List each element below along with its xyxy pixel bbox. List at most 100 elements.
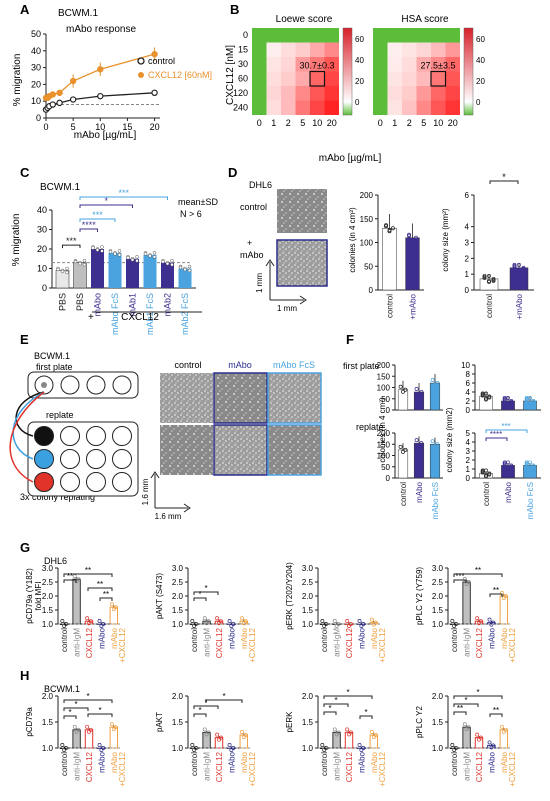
g-charts-0-category-label: anti-IgM: [73, 628, 82, 657]
b-ytick-label: 0: [243, 30, 248, 40]
g-charts-3-dot: [478, 619, 483, 624]
c-dot: [165, 261, 170, 266]
c-sig-label: ***: [92, 210, 103, 220]
d-row-control: control: [240, 202, 267, 212]
d1-dot: [384, 224, 388, 229]
g-charts-3-ytick-label: 2.5: [432, 578, 444, 587]
h-charts-3-bar: [499, 729, 509, 749]
b-ytick-label: 240: [233, 103, 248, 113]
h-charts-3-category-label: control: [450, 752, 459, 776]
d1-bar: [405, 237, 420, 291]
f1-bar: [397, 389, 409, 411]
h-charts-1-category-label: mAbo: [240, 751, 249, 772]
panel-label-f: F: [346, 332, 354, 347]
b-heat-cell: [387, 57, 402, 72]
h-charts-ylabel: pAKT: [155, 712, 164, 732]
b-heat-cell: [445, 42, 460, 57]
f3-bar: [429, 444, 441, 479]
c-dot: [170, 262, 174, 267]
h-sig-label: *: [476, 688, 479, 697]
c-dot: [178, 265, 183, 270]
g-charts-0-ytick-label: 2.5: [42, 578, 54, 587]
h-charts-3-dot: [491, 743, 496, 748]
h-charts-1-ytick-label: 1.5: [172, 718, 184, 727]
b-heat-cell: [324, 100, 339, 115]
c-n-note: N > 6: [180, 209, 202, 219]
g-charts-0-bar: [72, 578, 81, 625]
e-well: [86, 472, 106, 492]
c-dot: [135, 259, 139, 263]
g-charts-2-dot: [345, 619, 350, 623]
b-heat-cell: [252, 28, 267, 43]
g-charts-1-dot: [243, 619, 248, 624]
f4-dot: [502, 462, 507, 467]
g-charts-3-bar: [499, 595, 509, 625]
g-charts-0-category-label: +CXCL12: [118, 627, 127, 662]
f2-dot: [528, 402, 532, 406]
b-heat-cell: [324, 57, 339, 72]
b-heat-cell: [416, 57, 431, 72]
g-charts-2-category-label: mAbo: [357, 627, 366, 648]
legend-control: control: [148, 56, 175, 66]
a-ytick-label: 10: [31, 96, 41, 106]
h-charts-0-category-label: CXCL12: [85, 751, 94, 782]
h-charts-0-dot: [72, 724, 77, 729]
c-category-label: PBS: [75, 293, 85, 311]
h-sig-bracket: [489, 713, 503, 717]
legend-marker-control: [137, 57, 145, 65]
e-replate: replate: [46, 410, 74, 420]
d1-bar: [382, 228, 397, 291]
c-dot: [152, 251, 157, 255]
c-dot: [126, 256, 130, 260]
g-charts-3-category-label: mAbo: [500, 627, 509, 648]
a-point: [49, 101, 56, 108]
f-sig-bracket: [485, 437, 508, 441]
e-plate-schematic: [9, 371, 139, 497]
f1-dot: [414, 387, 419, 391]
g-charts-2-ytick-label: 2.0: [302, 592, 314, 601]
h-charts-1-dot: [239, 730, 244, 734]
panel-label-g: G: [20, 540, 30, 555]
h-charts-3-dot: [503, 727, 508, 732]
f2-dot: [509, 400, 514, 404]
h-sig-label: *: [334, 696, 337, 705]
h-charts-0-bar: [84, 729, 94, 749]
f1-dot: [430, 378, 435, 382]
a-point: [49, 91, 56, 98]
g-charts-ylabel: pPLC Y2 (Y759): [415, 567, 424, 625]
c-ytick-label: 0: [42, 283, 47, 293]
a-ytick-label: 0: [36, 113, 41, 123]
g-charts-0-ytick-label: 2.0: [42, 592, 54, 601]
h-sig-label: *: [364, 708, 367, 717]
h-charts-0-ytick-label: 2.0: [42, 692, 54, 701]
e-col-mabo-fcs: mAbo FcS: [273, 360, 315, 370]
g-charts-ylabel: pERK (T202/Y204): [285, 562, 294, 630]
d-ylabel-colonies: colonies (in 4 cm²): [348, 207, 357, 273]
f2-dot: [506, 396, 510, 400]
c-dot: [161, 259, 165, 264]
g-charts-1-ytick-label: 2.5: [172, 578, 184, 587]
b-colorbar-label: 40: [476, 56, 485, 65]
d-image-control: [277, 189, 327, 233]
d-image-mabo: [276, 239, 328, 287]
f3-dot: [414, 438, 419, 443]
b-heat-cell: [281, 57, 296, 72]
c-sig-label: *: [104, 196, 108, 206]
e-img-control-1: [160, 373, 213, 423]
b-heat-cell: [266, 28, 281, 43]
h-charts-2-category-label: anti-IgM: [333, 752, 342, 781]
h-charts-2-dot: [345, 727, 350, 732]
f2-ytick-label: 6: [466, 379, 471, 388]
d-sig-bracket: [489, 180, 519, 184]
c-bar: [178, 268, 192, 288]
g-sig-bracket: [193, 591, 219, 595]
e-replate-arrow: [9, 391, 45, 483]
b-heat-cell: [431, 42, 446, 57]
panel-label-d: D: [228, 165, 237, 180]
g-charts-0-dot: [113, 605, 118, 610]
d1-category-label: control: [386, 294, 395, 318]
h-sig-label: *: [464, 696, 467, 705]
f1-ytick-label: 200: [377, 361, 391, 370]
